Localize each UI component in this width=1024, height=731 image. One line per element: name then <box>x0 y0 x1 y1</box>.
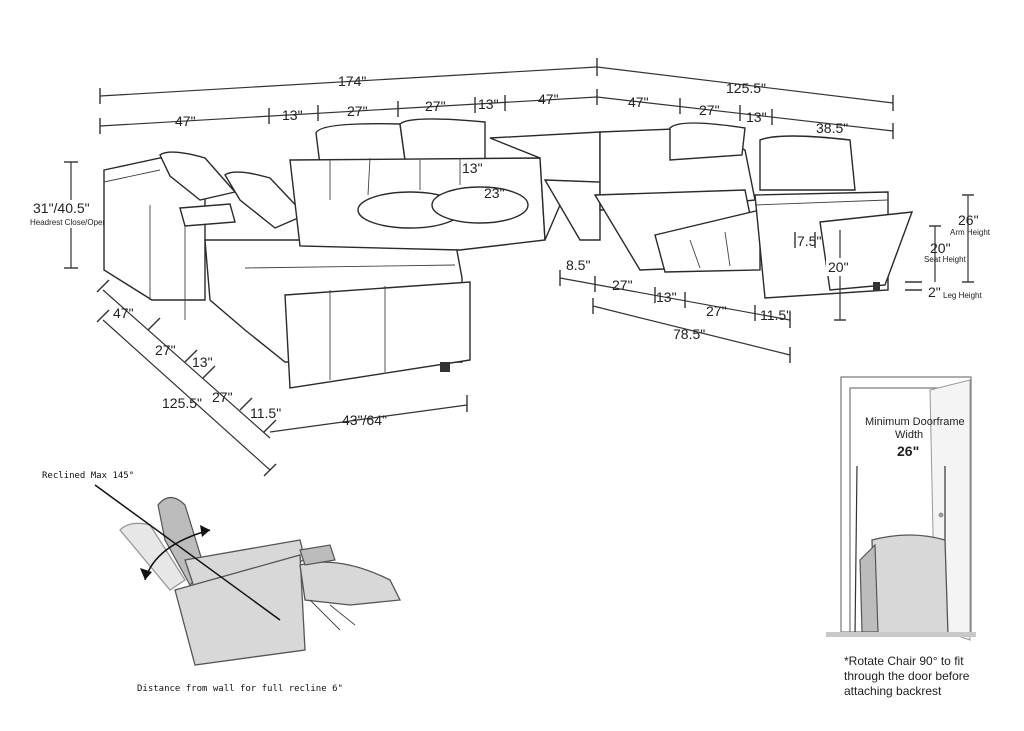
right-dim-4: 38.5" <box>816 120 848 136</box>
front-height-label: 20" <box>828 259 849 275</box>
height-caption: Headrest Close/Open <box>30 218 107 227</box>
doorframe-panel: Minimum Doorframe Width 26" *Rotate Chai… <box>826 376 976 698</box>
left-side-dimensions: 125.5" 47" 27" 13" 27" 11.5" 43"/64" <box>96 279 468 477</box>
console-depth-label: 13" <box>462 160 483 176</box>
front-depth-label: 43"/64" <box>342 412 387 428</box>
top-dim-3: 27" <box>347 103 368 119</box>
height-label: 31"/40.5" <box>33 200 90 216</box>
leg-height-label: 2" <box>928 284 941 300</box>
br-dim-3: 13" <box>656 289 677 305</box>
right-dim-1: 47" <box>628 94 649 110</box>
br-dim-5: 11.5" <box>760 307 791 323</box>
corner-depth-label: 23" <box>484 185 505 201</box>
doorframe-width-label: 26" <box>897 443 919 459</box>
height-details: 26" Arm Height 20" Seat Height 2" Leg He… <box>905 194 991 300</box>
doorframe-note-2: through the door before <box>844 669 970 683</box>
right-dim-3: 13" <box>746 109 767 125</box>
seat-height-label: 20" <box>930 240 951 256</box>
top-dimensions: 174" 125.5" 47" 13" 27" 27" 13" 47" 47" … <box>99 58 894 139</box>
br-dim-1: 8.5" <box>566 257 590 273</box>
br-total-label: 78.5" <box>673 326 705 342</box>
br-dim-4: 27" <box>706 303 727 319</box>
top-dim-4: 27" <box>425 98 446 114</box>
doorframe-title-1: Minimum Doorframe <box>865 416 965 428</box>
top-dim-5: 13" <box>478 96 499 112</box>
bottom-right-dimensions: 8.5" 27" 13" 27" 11.5" 78.5" <box>559 257 791 363</box>
leg-height-caption: Leg Height <box>943 291 982 300</box>
total-width-label: 174" <box>338 73 366 89</box>
arm-inset-label: 7.5" <box>797 233 821 249</box>
left-total-label: 125.5" <box>162 395 202 411</box>
left-dim-5: 11.5" <box>250 405 281 421</box>
top-dim-1: 47" <box>175 113 196 129</box>
doorframe-title-2: Width <box>895 429 923 441</box>
left-dim-3: 13" <box>192 354 213 370</box>
arm-height-label: 26" <box>958 212 979 228</box>
recline-max-label: Reclined Max 145° <box>42 471 134 481</box>
seat-height-caption: Seat Height <box>924 255 967 264</box>
right-dim-2: 27" <box>699 102 720 118</box>
doorframe-note-1: *Rotate Chair 90° to fit <box>844 654 964 668</box>
sectional-sofa <box>103 118 914 389</box>
doorframe-note-3: attaching backrest <box>844 684 942 698</box>
left-dim-1: 47" <box>113 305 134 321</box>
left-dim-4: 27" <box>212 389 233 405</box>
left-dim-2: 27" <box>155 342 176 358</box>
top-dim-2: 13" <box>282 107 303 123</box>
recline-wall-note: Distance from wall for full recline 6" <box>137 684 343 694</box>
inner-labels: 13" 23" 7.5" 20" <box>462 160 856 321</box>
br-dim-2: 27" <box>612 277 633 293</box>
height-dimension: 31"/40.5" Headrest Close/Open <box>28 161 107 269</box>
recline-diagram: Reclined Max 145° Distance from wall for… <box>42 471 402 694</box>
top-dim-6: 47" <box>538 91 559 107</box>
arm-height-caption: Arm Height <box>950 228 991 237</box>
right-width-label: 125.5" <box>726 80 766 96</box>
